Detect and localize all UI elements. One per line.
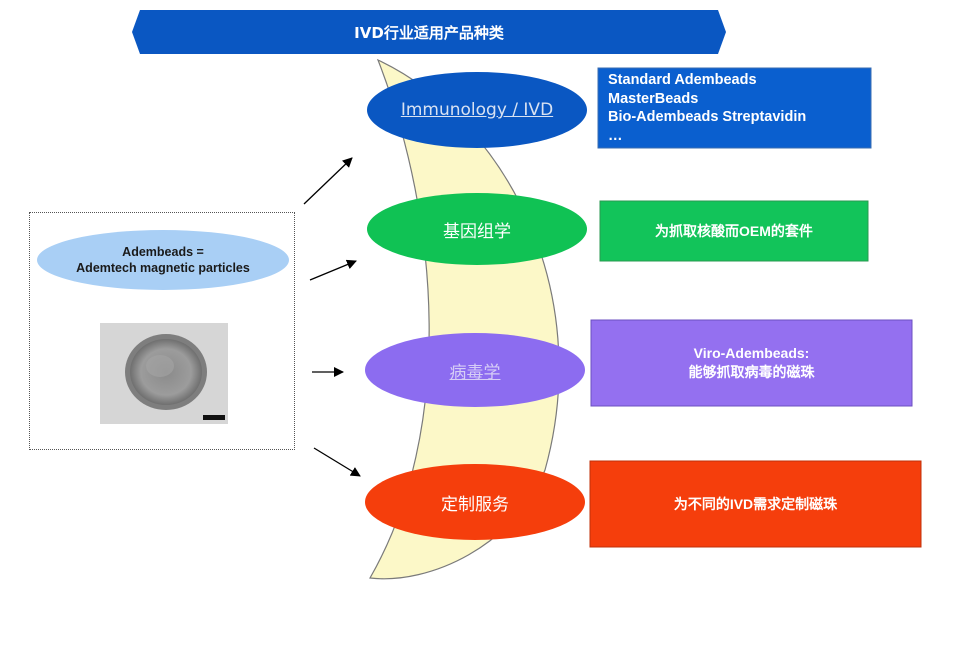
immunology-detail-3: Bio-Adembeads Streptavidin (608, 109, 807, 125)
virology-detail-1: Viro-Adembeads: (693, 345, 810, 361)
virology-label[interactable]: 病毒学 (449, 362, 501, 383)
custom-detail-box (589, 460, 922, 548)
source-label-line1: Adembeads = (122, 245, 204, 259)
genomics-label[interactable]: 基因组学 (443, 221, 511, 242)
immunology-details: Standard Adembeads MasterBeads Bio-Ademb… (598, 68, 871, 148)
custom-service-ellipse[interactable] (365, 464, 585, 540)
custom-details: 为不同的IVD需求定制磁珠 (590, 461, 921, 547)
source-frame (29, 212, 295, 450)
virology-detail-2: 能够抓取病毒的磁珠 (688, 364, 815, 380)
source-label-line2: Ademtech magnetic particles (76, 261, 250, 275)
custom-detail-1: 为不同的IVD需求定制磁珠 (673, 495, 838, 512)
arrow-to-genomics (309, 259, 357, 281)
virology-ellipse[interactable] (365, 333, 585, 407)
source-ellipse (37, 230, 289, 290)
title-banner (132, 10, 726, 54)
virology-details: Viro-Adembeads: 能够抓取病毒的磁珠 (591, 320, 912, 406)
immunology-ellipse[interactable] (367, 72, 587, 148)
source-label: Adembeads = Ademtech magnetic particles (37, 230, 289, 290)
immunology-detail-4: … (608, 127, 623, 144)
bead-micrograph (100, 323, 228, 424)
genomics-ellipse[interactable] (367, 193, 587, 265)
arrow-to-custom (313, 447, 361, 477)
immunology-detail-2: MasterBeads (608, 90, 699, 107)
page-title: IVD行业适用产品种类 (354, 23, 504, 42)
immunology-detail-1: Standard Adembeads (608, 72, 757, 88)
genomics-detail-1: 为抓取核酸而OEM的套件 (655, 222, 813, 239)
immunology-detail-box (597, 67, 872, 149)
arrow-to-immunology (303, 157, 353, 205)
custom-service-label[interactable]: 定制服务 (441, 494, 509, 515)
immunology-label[interactable]: Immunology / IVD (400, 100, 554, 120)
genomics-detail-box (599, 200, 869, 262)
genomics-details: 为抓取核酸而OEM的套件 (600, 201, 868, 261)
virology-detail-box (590, 319, 913, 407)
